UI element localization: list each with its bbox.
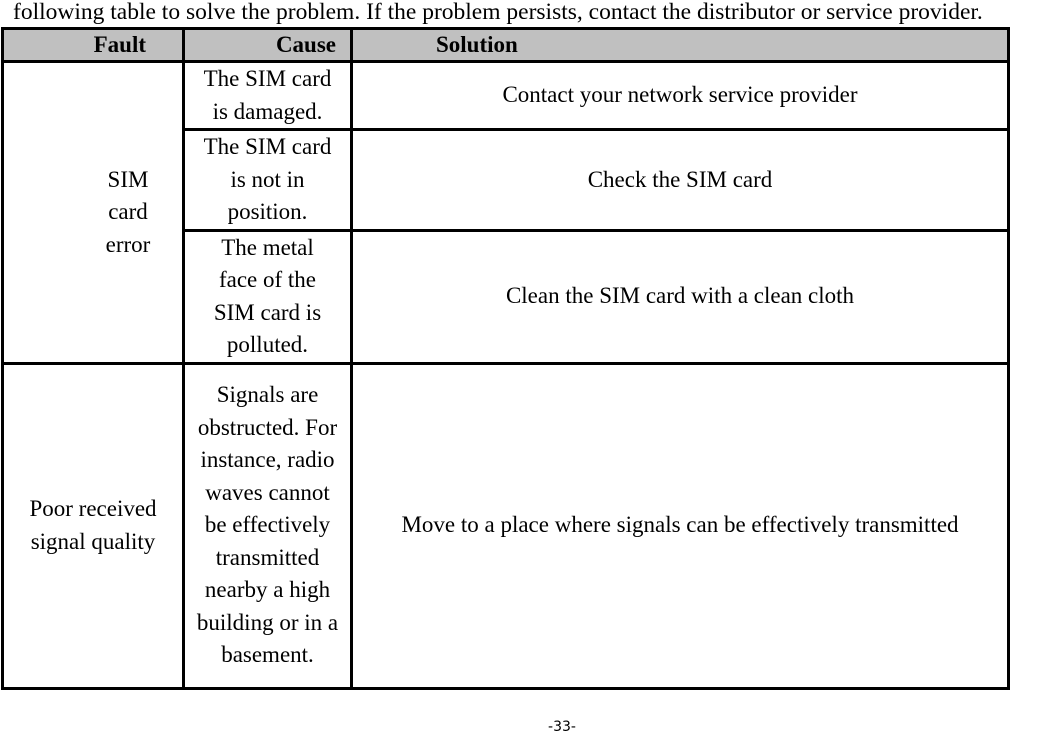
cause-cell: The SIM card is damaged. bbox=[182, 60, 353, 131]
cause-cell: The metal face of the SIM card is pollut… bbox=[182, 228, 353, 365]
solution-cell: Contact your network service provider bbox=[350, 60, 1010, 131]
solution-cell: Check the SIM card bbox=[350, 128, 1010, 232]
fault-cell-sim-card-error: SIM card error bbox=[1, 60, 185, 365]
intro-paragraph: following table to solve the problem. If… bbox=[13, 0, 983, 25]
table-row: The metal face of the SIM card is pollut… bbox=[3, 228, 1010, 365]
table-row: The SIM card is not in position. Check t… bbox=[3, 128, 1010, 232]
solution-cell: Clean the SIM card with a clean cloth bbox=[350, 228, 1010, 365]
header-fault: Fault bbox=[1, 27, 185, 63]
header-solution: Solution bbox=[350, 27, 1010, 63]
table-row: Poor received signal quality Signals are… bbox=[1, 361, 1010, 690]
solution-cell: Move to a place where signals can be eff… bbox=[350, 361, 1010, 690]
table-row: SIM card error The SIM card is damaged. … bbox=[1, 60, 1010, 365]
table-header-row: Fault Cause Solution bbox=[1, 27, 1010, 63]
troubleshooting-table: Fault Cause Solution SIM card error The … bbox=[1, 27, 1010, 690]
cause-cell: The SIM card is not in position. bbox=[182, 128, 353, 232]
cause-cell: Signals are obstructed. For instance, ra… bbox=[182, 361, 353, 690]
header-cause: Cause bbox=[182, 27, 353, 63]
page-number: -33- bbox=[548, 719, 576, 735]
fault-cell-poor-signal: Poor received signal quality bbox=[1, 361, 185, 690]
fault-text: SIM card error bbox=[105, 166, 151, 257]
